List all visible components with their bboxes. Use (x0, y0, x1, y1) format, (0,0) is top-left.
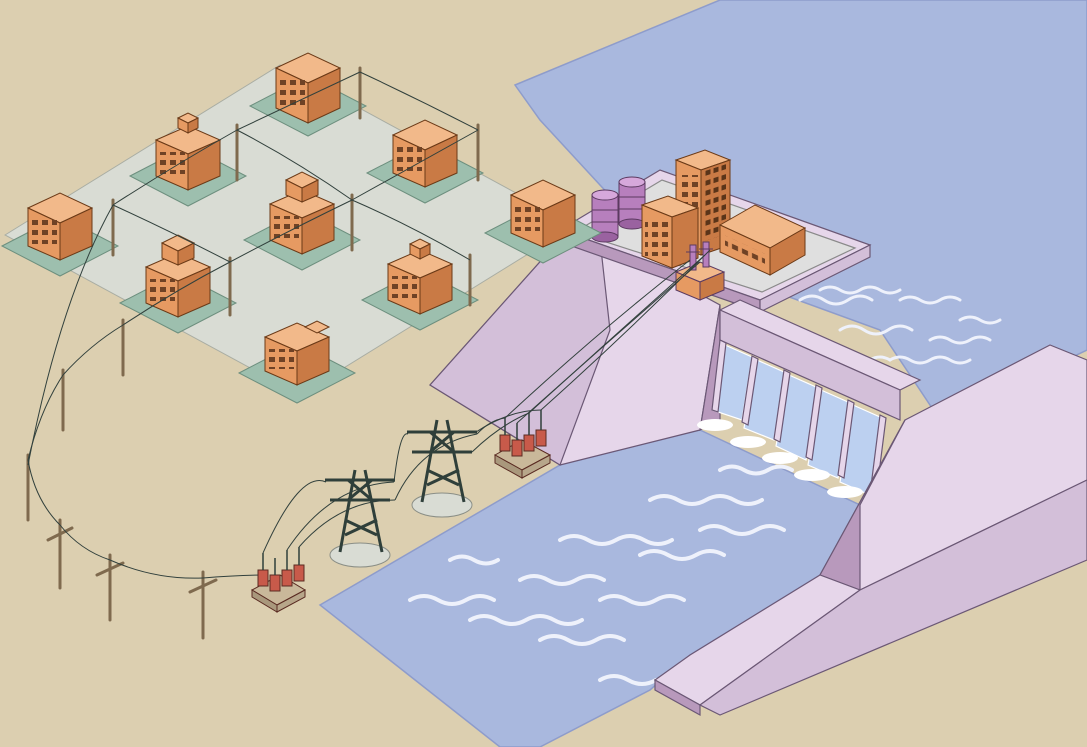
storage-tank (619, 177, 645, 229)
